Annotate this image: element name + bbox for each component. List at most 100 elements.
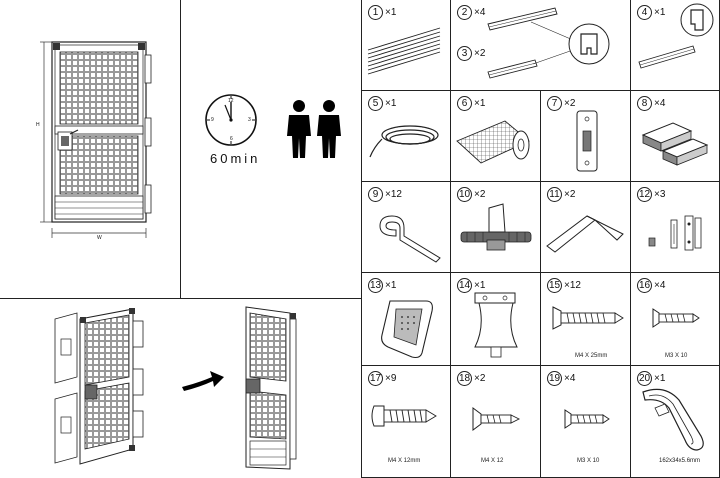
part-quantity: ×1	[385, 280, 397, 291]
strike-plate-icon	[576, 110, 598, 172]
clock-icon	[205, 94, 257, 146]
exploded-door-drawing	[54, 308, 144, 465]
part-5: 5×1	[362, 91, 450, 181]
part-number: 6	[457, 96, 472, 111]
part-number: 16	[637, 278, 652, 293]
arrow-right-icon	[182, 371, 224, 391]
part-14-badge: 14×1	[457, 278, 485, 293]
part-7: 7×2	[541, 91, 630, 181]
divider-v-col1	[450, 0, 451, 478]
part-2-badge: 2×4	[457, 5, 485, 20]
mesh-roll-icon	[456, 120, 530, 164]
clock-number-12: 12	[228, 98, 234, 104]
divider-v-left	[180, 0, 181, 298]
part-quantity: ×3	[654, 189, 666, 200]
countersunk-screw-icon	[472, 407, 521, 431]
assembly-panel	[0, 299, 361, 478]
part-17-badge: 17×9	[368, 371, 396, 386]
part-2-3: 2×4 3×2	[451, 0, 630, 90]
part-number: 9	[368, 187, 383, 202]
part-10: 10×2	[451, 182, 540, 272]
angle-bracket-icon	[546, 215, 624, 253]
clock-number-9: 9	[211, 117, 214, 123]
part-number: 2	[457, 5, 472, 20]
part-number: 15	[547, 278, 562, 293]
part-18: 18×2 M4 X 12	[451, 366, 540, 477]
part-quantity: ×4	[564, 373, 576, 384]
part-15-badge: 15×12	[547, 278, 581, 293]
part-quantity: ×1	[654, 7, 666, 18]
part-7-badge: 7×2	[547, 96, 575, 111]
part-11: 11×2	[541, 182, 630, 272]
part-16-badge: 16×4	[637, 278, 665, 293]
part-5-badge: 5×1	[368, 96, 396, 111]
divider-h-left	[0, 298, 361, 299]
part-quantity: ×1	[474, 280, 486, 291]
part-spec: M4 X 25mm	[575, 353, 608, 359]
door-drawing	[40, 41, 152, 238]
part-number: 7	[547, 96, 562, 111]
part-quantity: ×1	[474, 98, 486, 109]
part-quantity: ×2	[474, 373, 486, 384]
part-quantity: ×1	[385, 98, 397, 109]
part-15: 15×12 M4 X 25mm	[541, 273, 630, 365]
part-number: 5	[368, 96, 383, 111]
part-number: 17	[368, 371, 383, 386]
handle-cover-icon	[381, 300, 433, 359]
pan-head-screw-icon	[371, 405, 437, 427]
small-screw-icon	[652, 308, 700, 328]
part-quantity: ×4	[654, 98, 666, 109]
part-number: 10	[457, 187, 472, 202]
part-16: 16×4 M3 X 10	[631, 273, 719, 365]
part-9: 9×12	[362, 182, 450, 272]
part-20-badge: 20×1	[637, 371, 665, 386]
part-1: 1×1	[362, 0, 450, 90]
part-spec: M3 X 10	[577, 458, 600, 464]
part-10-badge: 10×2	[457, 187, 485, 202]
install-time-label: 60min	[210, 151, 261, 166]
divider-v-col2	[540, 90, 541, 478]
part-quantity: ×12	[564, 280, 581, 291]
part-number: 13	[368, 278, 383, 293]
part-quantity: ×2	[564, 98, 576, 109]
part-quantity: ×4	[474, 7, 486, 18]
part-13-badge: 13×1	[368, 278, 396, 293]
part-number: 12	[637, 187, 652, 202]
part-spec: M4 X 12mm	[388, 458, 421, 464]
corner-connector-icon	[641, 122, 709, 166]
divider-v-col3	[630, 0, 631, 478]
clock-number-6: 6	[230, 136, 233, 142]
brush-strip-icon	[367, 27, 441, 75]
part-11-badge: 11×2	[547, 187, 575, 202]
height-dimension-label: H	[36, 122, 40, 128]
part-quantity: ×9	[385, 373, 397, 384]
part-quantity: ×4	[654, 280, 666, 291]
width-dimension-label: W	[97, 235, 102, 241]
part-number: 19	[547, 371, 562, 386]
flat-head-screw-icon	[552, 306, 624, 330]
part-quantity: ×1	[385, 7, 397, 18]
part-8: 8×4	[631, 91, 719, 181]
part-19: 19×4 M3 X 10	[541, 366, 630, 477]
part-quantity: ×2	[474, 48, 486, 59]
part-number: 11	[547, 187, 562, 202]
part-4: 4×1	[631, 0, 719, 90]
edge-profile-icon	[638, 3, 714, 69]
part-number: 1	[368, 5, 383, 20]
part-number: 4	[637, 5, 652, 20]
part-12: 12×3	[631, 182, 719, 272]
part-19-badge: 19×4	[547, 371, 575, 386]
part-9-badge: 9×12	[368, 187, 402, 202]
part-6: 6×1	[451, 91, 540, 181]
part-quantity: ×1	[654, 373, 666, 384]
handle-grip-icon	[642, 388, 704, 451]
part-number: 14	[457, 278, 472, 293]
part-8-badge: 8×4	[637, 96, 665, 111]
part-quantity: ×2	[474, 189, 486, 200]
hinge-pin-set-icon	[648, 215, 702, 251]
part-12-badge: 12×3	[637, 187, 665, 202]
part-spec: M3 X 10	[665, 353, 688, 359]
part-13: 13×1	[362, 273, 450, 365]
part-14: 14×1	[451, 273, 540, 365]
part-number: 8	[637, 96, 652, 111]
